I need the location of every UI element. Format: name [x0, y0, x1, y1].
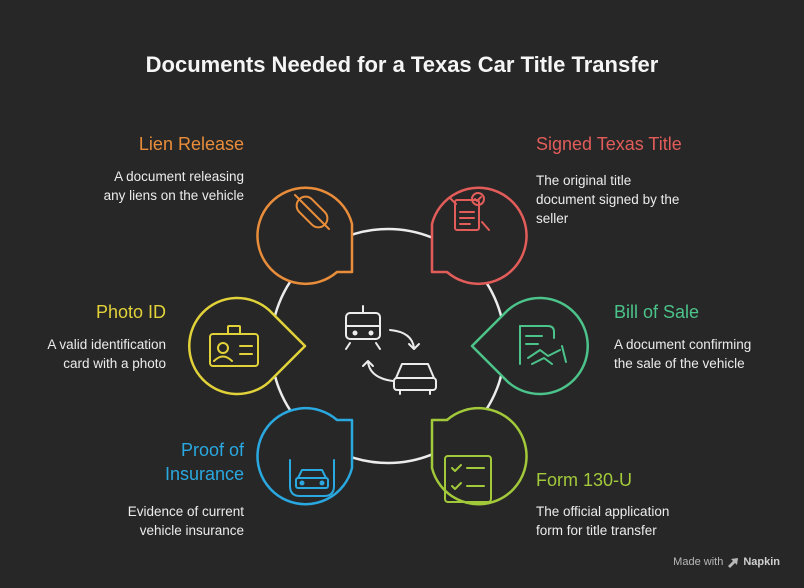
bill-of-sale-node[interactable] [470, 296, 589, 396]
made-with-text: Made with [673, 556, 724, 568]
handshake-contract-icon [519, 325, 567, 365]
lien-release-desc-line: A document releasing [114, 169, 244, 184]
lien-release-label: Lien Release [138, 134, 244, 154]
vehicle-transfer-icon [345, 305, 437, 395]
signed-title-node[interactable] [430, 186, 528, 286]
form-130u-desc-line: The official application [536, 504, 670, 519]
form-130u-node[interactable] [430, 406, 528, 506]
bill-of-sale-desc: A document confirming the sale of the ve… [614, 335, 751, 373]
form-130u-label: Form 130-U [536, 470, 633, 490]
page-title: Documents Needed for a Texas Car Title T… [145, 52, 659, 77]
lien-release-desc-line: any liens on the vehicle [103, 188, 244, 203]
insurance-label-line: Insurance [164, 464, 244, 484]
insurance-label-line: Proof of [180, 440, 244, 460]
insured-car-icon [289, 459, 335, 497]
checklist-icon [444, 455, 492, 503]
signed-title-desc-line: seller [536, 211, 569, 226]
signed-title-desc-line: document signed by the [536, 192, 680, 207]
insurance-desc-line: vehicle insurance [139, 523, 244, 538]
made-with-footer[interactable]: Made with Napkin [673, 556, 780, 568]
photo-id-label: Photo ID [95, 302, 166, 322]
napkin-logo-icon [728, 558, 739, 568]
proof-of-insurance-node[interactable] [256, 406, 354, 506]
form-130u-desc-line: form for title transfer [536, 523, 657, 538]
insurance-label: Proof of Insurance [165, 438, 244, 486]
insurance-desc: Evidence of current vehicle insurance [128, 502, 244, 540]
photo-id-node[interactable] [188, 296, 307, 396]
form-130u-desc: The official application form for title … [536, 502, 669, 540]
id-card-icon [209, 325, 259, 367]
photo-id-desc-line: card with a photo [63, 356, 166, 371]
unlink-icon [294, 194, 330, 230]
bill-of-sale-desc-line: the sale of the vehicle [614, 356, 745, 371]
napkin-brand: Napkin [743, 556, 780, 568]
bill-of-sale-label: Bill of Sale [614, 302, 700, 322]
lien-release-desc: A document releasing any liens on the ve… [104, 167, 244, 205]
insurance-desc-line: Evidence of current [127, 504, 244, 519]
signed-title-desc-line: The original title [536, 173, 632, 188]
photo-id-desc: A valid identification card with a photo [47, 335, 166, 373]
bill-of-sale-desc-line: A document confirming [614, 337, 752, 352]
signed-title-label: Signed Texas Title [536, 134, 682, 154]
signed-document-icon [449, 192, 490, 231]
photo-id-desc-line: A valid identification [47, 337, 166, 352]
lien-release-node[interactable] [256, 186, 354, 286]
signed-title-desc: The original title document signed by th… [536, 171, 679, 228]
